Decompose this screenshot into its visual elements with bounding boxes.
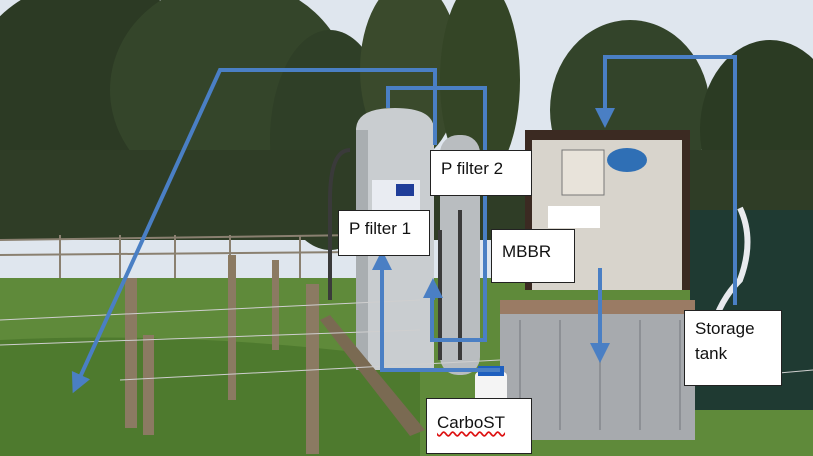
label-carbost: CarboST <box>426 398 532 454</box>
label-carbost-text: CarboST <box>437 413 506 432</box>
label-p-filter-2: P filter 2 <box>430 150 532 196</box>
label-storage-tank: Storage tank <box>684 310 782 386</box>
label-mbbr: MBBR <box>491 229 575 283</box>
label-p-filter-1: P filter 1 <box>338 210 430 256</box>
